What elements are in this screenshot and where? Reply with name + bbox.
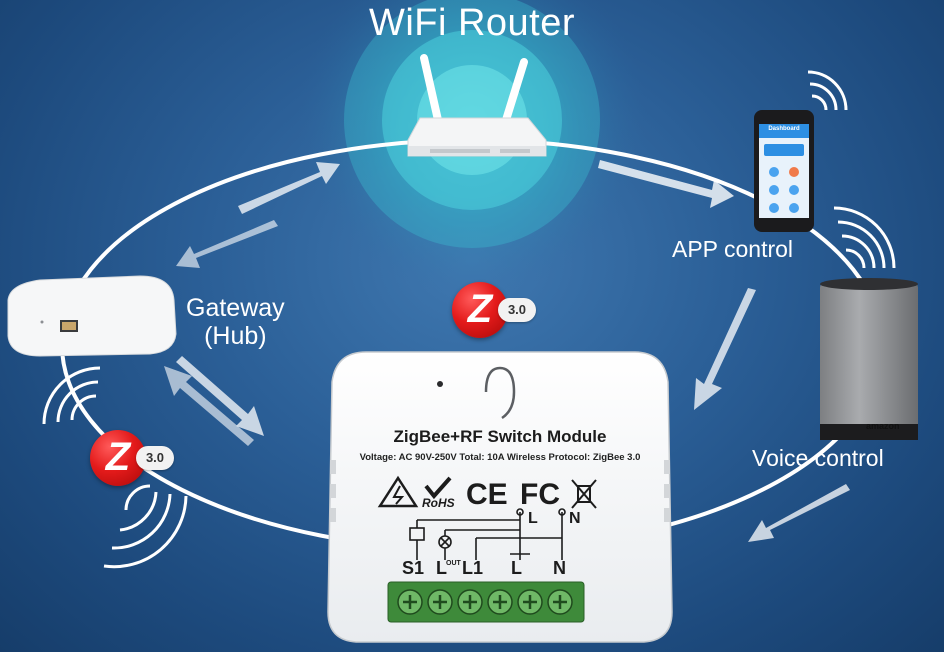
- arrow-router-to-gateway: [238, 162, 340, 214]
- terminal-label-n: N: [553, 558, 566, 578]
- smartphone-image: [754, 110, 814, 232]
- terminal-label-l1: L1: [462, 558, 484, 578]
- switch-module-image: [327, 351, 673, 643]
- speaker-signal-waves: [833, 206, 896, 269]
- terminal-label-out: OUT: [446, 560, 461, 567]
- voice-control-label: Voice control: [752, 445, 884, 471]
- gateway-label-line2: (Hub): [204, 322, 267, 350]
- rohs-mark: RoHS: [422, 496, 455, 510]
- terminal-label-l-out: L: [436, 558, 447, 578]
- arrow-gateway-to-router: [176, 220, 278, 268]
- gateway-hub-image: [7, 275, 177, 357]
- zigbee-badge-center: Z 3.0: [452, 282, 542, 342]
- arrow-speaker-down: [694, 288, 756, 410]
- arrow-gateway-to-module: [176, 356, 264, 436]
- app-control-label: APP control: [672, 236, 794, 262]
- signal-arrows: [164, 160, 850, 542]
- arrow-module-to-gateway: [164, 366, 254, 446]
- phone-screen-title: Dashboard: [768, 126, 800, 132]
- zigbee-badge-left: Z 3.0: [90, 430, 180, 490]
- smart-speaker-image: [820, 278, 918, 440]
- wiring-label-n: N: [569, 510, 581, 527]
- gateway-label: Gateway (Hub): [186, 294, 285, 350]
- zigbee-letter: Z: [105, 435, 131, 479]
- terminal-label-l: L: [511, 558, 522, 578]
- terminal-label-s1: S1: [402, 558, 425, 578]
- zigbee-letter: Z: [467, 287, 493, 331]
- arrow-voice-to-module: [748, 484, 850, 542]
- gateway-label-line1: Gateway: [186, 294, 285, 322]
- wiring-label-l: L: [528, 510, 538, 527]
- speaker-brand-logo: amazon: [866, 421, 900, 431]
- wifi-router-image: [407, 54, 547, 157]
- zigbee-version: 3.0: [498, 298, 536, 322]
- module-title: ZigBee+RF Switch Module: [393, 427, 607, 446]
- ce-mark: CE: [466, 478, 508, 511]
- gateway-signal-waves: [42, 366, 188, 569]
- page-title: WiFi Router: [368, 2, 576, 44]
- arrow-router-to-app: [598, 160, 734, 208]
- fcc-mark: FC: [520, 478, 560, 511]
- zigbee-version: 3.0: [136, 446, 174, 470]
- module-spec: Voltage: AC 90V-250V Total: 10A Wireless…: [359, 452, 641, 463]
- phone-signal-waves: [807, 70, 848, 111]
